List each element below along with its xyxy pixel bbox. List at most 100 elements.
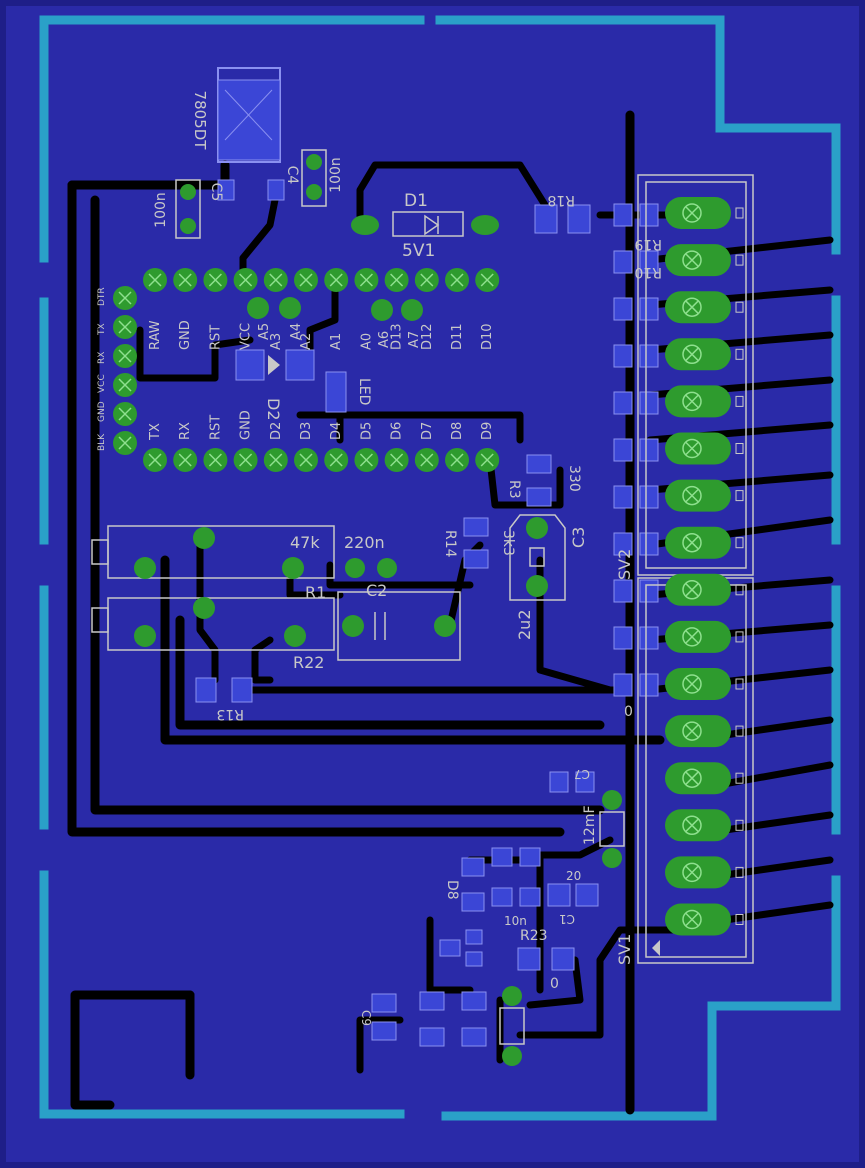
- header-bottom-pad-8: [384, 448, 409, 472]
- header-top-pad-2: [203, 268, 228, 292]
- header-top-label-1: GND: [178, 320, 193, 350]
- header-bottom-pad-11: [475, 448, 500, 472]
- r22-name-label: R22: [293, 653, 324, 672]
- header-inner-label-1: A4: [289, 323, 304, 340]
- header-top-label-6: A1: [329, 333, 344, 350]
- capacitor-bottom-vertical: [499, 986, 525, 1066]
- connector-pad-13: [665, 809, 744, 842]
- c4-value-label: 100n: [328, 157, 344, 193]
- header-side-pad-5: [113, 286, 137, 310]
- capacitor-c3: C3 2u2: [509, 514, 588, 641]
- column-resistor-0: [613, 203, 659, 227]
- r19-name-label: R19: [634, 236, 662, 252]
- header-side-pad-4: [113, 315, 137, 339]
- column-resistor-4: [613, 391, 659, 415]
- connector-pad-4: [665, 385, 744, 418]
- header-top-pad-1: [173, 268, 198, 292]
- connector-pad-3: [665, 338, 744, 371]
- connector-pad-15: [665, 903, 744, 936]
- header-bottom-pad-2: [203, 448, 228, 472]
- regulator-label: 7805DT: [191, 91, 209, 151]
- capacitor-12mf: 12mF: [582, 790, 625, 868]
- led: LED: [325, 371, 372, 413]
- c3-value-label: 2u2: [515, 610, 534, 641]
- header-top-pad-10: [445, 268, 469, 292]
- sv2-name-label: SV2: [615, 549, 634, 580]
- header-bottom-label-3: GND: [239, 410, 254, 440]
- d2-name-label: D2: [264, 398, 283, 421]
- resistor-r23: R23 0: [517, 928, 575, 992]
- c7-name-label: C7: [574, 767, 590, 781]
- header-bottom-label-2: RST: [208, 415, 223, 440]
- resistor-r22: R22: [91, 597, 335, 672]
- c2-name-label: C2: [366, 581, 387, 600]
- header-bottom-pad-10: [445, 448, 469, 472]
- capacitor-c9: C9: [359, 993, 397, 1041]
- diode-d1: D1 5V1: [351, 191, 499, 261]
- header-side-pad-1: [113, 402, 137, 426]
- d1-name-label: D1: [404, 191, 428, 211]
- c9-name-label: C9: [359, 1010, 373, 1026]
- header-top-pad-11: [475, 268, 500, 292]
- connector-pad-11: [665, 715, 744, 748]
- connector-pads: [665, 197, 744, 936]
- capacitor-c5: 100n C5: [153, 179, 224, 239]
- c5-value-label: 100n: [153, 192, 169, 228]
- regulator-7805dt: 7805DT: [191, 67, 285, 201]
- column-resistor-10: [613, 673, 659, 697]
- header-bottom-pad-7: [354, 448, 379, 472]
- header-side-label-5: DTR: [97, 287, 107, 306]
- r13-name-label: R13: [216, 706, 244, 722]
- header-side-label-4: TX: [97, 323, 107, 336]
- header-inner-label-3: A7: [407, 331, 422, 348]
- connector-pad-1: [665, 244, 744, 277]
- r1-name-label: R1: [305, 583, 326, 602]
- diode-d8: D8: [444, 857, 485, 912]
- resistor-r18: R18: [534, 192, 591, 234]
- resistor-r3: R3 330: [506, 454, 582, 507]
- header-bottom-label-8: D6: [390, 422, 405, 440]
- c4-name-label: C4: [284, 166, 300, 185]
- column-resistor-9: [613, 626, 659, 650]
- capacitor-c1: C1 20: [547, 869, 599, 926]
- connector-pad-0: [665, 197, 744, 229]
- r1-value-label: 47k: [290, 533, 320, 552]
- header-top-pad-8: [384, 268, 409, 292]
- header-top-pad-4: [263, 268, 288, 292]
- header-top-pad-6: [324, 268, 349, 292]
- diode-d2: D2: [235, 349, 315, 421]
- header-bottom-pad-6: [324, 448, 349, 472]
- connector-pad-7: [665, 526, 744, 559]
- column-resistor-2: [613, 297, 659, 321]
- capacitor-c7: C7: [549, 767, 595, 793]
- d8-name-label: D8: [444, 880, 460, 900]
- header-side-label-1: GND: [97, 401, 107, 422]
- r14-value-label: 3k3: [500, 530, 516, 556]
- header-side-label-3: RX: [97, 352, 107, 364]
- board-outline: [39, 15, 841, 1121]
- led-label: LED: [356, 378, 372, 405]
- header-top-label-9: D12: [420, 323, 435, 350]
- c5-name-label: C5: [208, 183, 224, 202]
- header-bottom-pad-5: [294, 448, 318, 472]
- header-side-pad-0: [113, 431, 137, 455]
- capacitor-c2: 220n C2: [337, 533, 461, 661]
- r3-name-label: R3: [506, 480, 522, 499]
- header-bottom-label-6: D4: [329, 422, 344, 440]
- connector-pad-8: [665, 573, 744, 606]
- column-resistor-3: [613, 344, 659, 368]
- header-inner-label-2: A6: [377, 331, 392, 348]
- c2-value-label: 220n: [344, 533, 385, 552]
- r10-name-label: R10: [634, 264, 662, 280]
- header-bottom-pad-9: [414, 448, 439, 472]
- header-side-pad-3: [113, 344, 137, 368]
- header-bottom-label-10: D8: [450, 422, 465, 440]
- c3-name-label: C3: [569, 527, 588, 548]
- cap-10n-label: 10n: [504, 914, 527, 928]
- header-bottom-label-9: D7: [420, 422, 435, 440]
- header-bottom-label-1: RX: [178, 422, 193, 440]
- connector-pad-9: [665, 620, 744, 653]
